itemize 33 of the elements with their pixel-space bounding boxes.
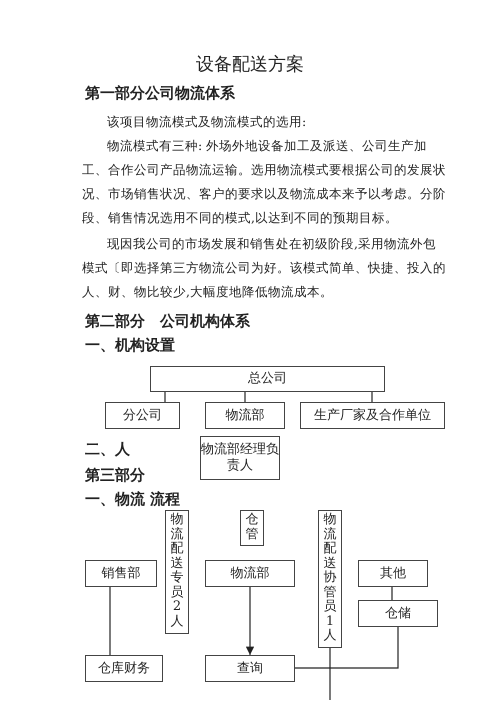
section-heading: 一、物流 bbox=[85, 490, 145, 509]
section-heading: 第一部分公司物流体系 bbox=[85, 84, 235, 103]
connector-line bbox=[295, 627, 399, 669]
process-box: 其他 bbox=[358, 560, 428, 587]
paragraph: 现因我公司的市场发展和销售处在初级阶段,采用物流外包模式〔即选择第三方物流公司为好。该模式简单、快捷、投入的人、财、物比较少,大幅度地降低物流成本。 bbox=[82, 235, 447, 301]
process-box: 仓库财务 bbox=[85, 655, 163, 682]
section-heading: 第三部分 bbox=[85, 466, 145, 485]
section-heading: 一、机构设置 bbox=[85, 336, 175, 355]
connector-line bbox=[329, 648, 331, 700]
connector-line bbox=[164, 392, 166, 402]
connector-line bbox=[109, 587, 111, 655]
process-box: 物流部经理负责人 bbox=[200, 436, 280, 480]
section-heading: 二、人 bbox=[85, 440, 130, 459]
process-box: 仓管 bbox=[240, 510, 264, 546]
process-box: 物流配送专员2人 bbox=[165, 510, 189, 634]
process-box: 仓储 bbox=[358, 600, 438, 627]
connector-line bbox=[391, 587, 393, 600]
title: 设备配送方案 bbox=[195, 53, 305, 76]
process-box: 物流配送协管员1人 bbox=[318, 510, 342, 648]
process-box: 查询 bbox=[205, 655, 295, 682]
org-box: 物流部 bbox=[205, 402, 285, 429]
arrow bbox=[246, 587, 254, 655]
org-box: 生产厂家及合作单位 bbox=[300, 402, 445, 429]
process-box: 销售部 bbox=[85, 560, 157, 587]
section-heading: 第二部分 公司机构体系 bbox=[85, 312, 250, 331]
org-box: 总公司 bbox=[150, 366, 385, 392]
org-box: 分公司 bbox=[105, 402, 180, 429]
connector-line bbox=[371, 392, 373, 402]
process-box: 物流部 bbox=[205, 560, 295, 587]
connector-line bbox=[244, 392, 246, 402]
section-heading: 流程 bbox=[150, 490, 180, 509]
paragraph: 该项目物流模式及物流模式的选用: bbox=[106, 113, 308, 131]
paragraph: 物流模式有三种: 外场外地设备加工及派送、公司生产加工、合作公司产品物流运输。选用物流模式要根据公司的发展状况、市场销售状况、客户的要求以及物流成本来予以考虑。分阶段、销售情况选用不同的模式,以达到不同的预期目标。 bbox=[82, 137, 447, 227]
